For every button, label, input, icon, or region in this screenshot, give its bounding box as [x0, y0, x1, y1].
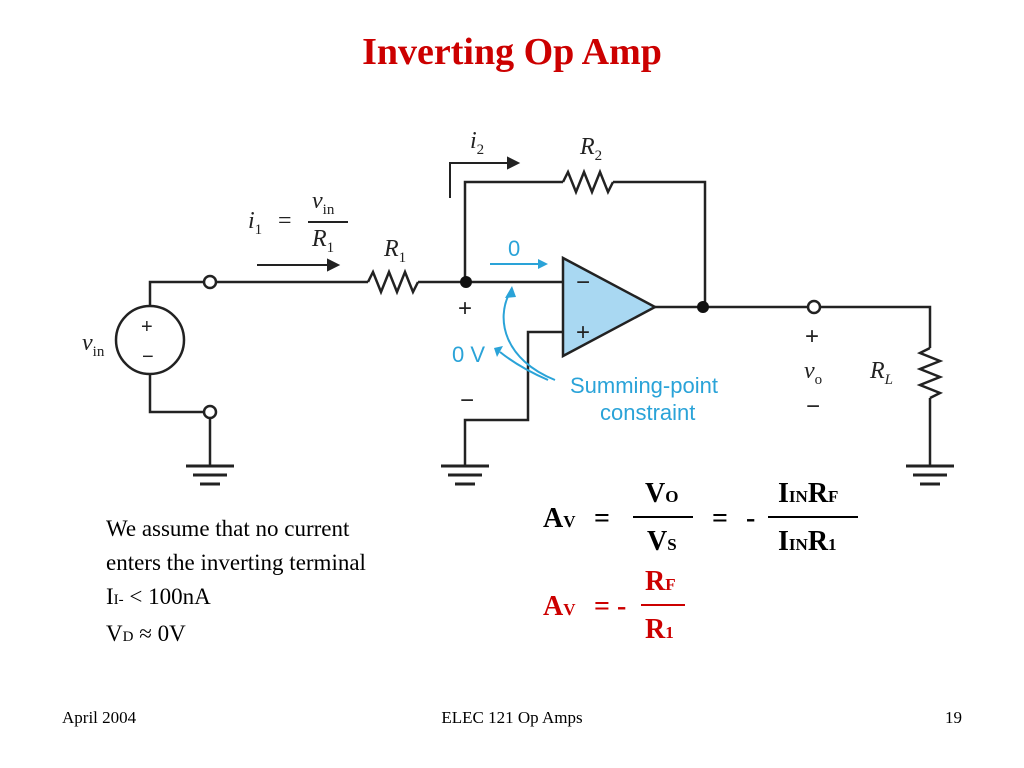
label-source-minus: −	[142, 346, 154, 368]
label-zero-volts: 0 V	[452, 342, 485, 367]
label-summing-point-line1: Summing-point	[570, 373, 718, 398]
eq2-equals-minus: = -	[594, 591, 627, 622]
label-i1: i	[248, 208, 255, 234]
note-line-2: enters the inverting terminal	[106, 550, 366, 575]
eq1-minus: -	[746, 503, 756, 534]
eq1-den2: IINR1	[778, 526, 837, 557]
note-line-1: We assume that no current	[106, 516, 350, 541]
eq1-equals: =	[594, 503, 610, 534]
label-summing-point-line2: constraint	[600, 400, 695, 425]
wire-plus-input	[463, 330, 563, 466]
arrow-summing-point	[502, 291, 556, 381]
eq1-fraction-bar-2	[768, 516, 858, 518]
note-voltage-symbol: V	[106, 621, 123, 646]
resistor-r2	[561, 168, 615, 196]
eq2-fraction-bar	[641, 604, 685, 606]
node-output	[697, 301, 709, 313]
voltage-source	[114, 304, 186, 376]
footer-date: April 2004	[62, 708, 137, 727]
label-source-plus: +	[141, 316, 153, 338]
note-voltage-subscript: D	[122, 629, 134, 645]
arrow-i2-head	[507, 156, 521, 170]
resistor-rl	[916, 346, 944, 400]
ground-symbol-right	[906, 464, 954, 486]
label-vin: v	[82, 330, 93, 356]
svg-text:i2: i2	[470, 128, 484, 158]
arrow-zero-current-head	[538, 259, 548, 269]
arrow-i2-path	[449, 162, 510, 198]
notes-text-block: We assume that no current enters the inv…	[106, 512, 446, 654]
svg-text:RL: RL	[869, 358, 893, 388]
footer-course: ELEC 121 Op Amps	[441, 708, 583, 727]
note-current-value: < 100nA	[123, 584, 211, 609]
label-equals: =	[278, 208, 292, 234]
eq2-num: RF	[645, 566, 676, 597]
eq1-num2: IINRF	[778, 478, 839, 509]
label-opamp-minus: −	[576, 269, 590, 296]
label-minus-left: −	[460, 387, 474, 414]
label-plus-left: +	[458, 295, 472, 322]
wire-vin-top	[148, 280, 204, 306]
label-r2-sub: 2	[595, 148, 603, 164]
eq1-lhs: AV	[543, 503, 576, 534]
arrow-summing-head	[505, 286, 516, 298]
label-rl: R	[869, 358, 885, 384]
node-summing	[460, 276, 472, 288]
label-r1-sub: 1	[399, 250, 407, 266]
svg-text:R2: R2	[579, 134, 602, 164]
wire-vin-bottom	[148, 374, 204, 414]
svg-text:vo: vo	[804, 358, 822, 388]
svg-text:vin: vin	[312, 188, 335, 218]
eq2-lhs: AV	[543, 591, 576, 622]
label-vo-minus: −	[806, 393, 820, 420]
label-rl-sub: L	[884, 372, 893, 388]
label-vo: v	[804, 358, 815, 384]
svg-text:i1: i1	[248, 208, 262, 238]
label-vo-sub: o	[815, 372, 823, 388]
eq2-den: R1	[645, 614, 674, 645]
wire-feedback-down	[613, 180, 707, 307]
note-voltage-value: ≈ 0V	[133, 621, 186, 646]
label-r1-den: R	[311, 226, 327, 252]
opamp-triangle	[561, 255, 658, 359]
arrow-zero-v	[499, 351, 549, 381]
svg-text:vin: vin	[82, 330, 105, 360]
footer-page-number: 19	[945, 708, 962, 727]
label-opamp-plus: +	[576, 319, 590, 346]
svg-text:R1: R1	[311, 226, 334, 256]
eq1-num1: VO	[645, 478, 679, 509]
note-line-4: VD ≈ 0V	[106, 617, 446, 654]
label-zero-current: 0	[508, 236, 520, 261]
note-line-3: II- < 100nA	[106, 580, 446, 617]
label-vin-num-sub: in	[323, 202, 335, 218]
arrow-zero-v-head	[494, 346, 503, 357]
wire-node-up	[463, 180, 563, 282]
terminal-output	[806, 299, 822, 315]
label-r1-den-sub: 1	[327, 240, 335, 256]
label-i2-sub: 2	[477, 142, 485, 158]
slide-title: Inverting Op Amp	[362, 31, 662, 73]
terminal-input	[202, 274, 218, 290]
ground-symbol-left	[186, 464, 234, 486]
label-r2: R	[579, 134, 595, 160]
label-r1: R	[383, 236, 399, 262]
eq1-fraction-bar-1	[633, 516, 693, 518]
arrow-i1-head	[327, 258, 341, 272]
terminal-input-gnd	[202, 404, 218, 420]
eq1-equals-2: =	[712, 503, 728, 534]
label-vo-plus: +	[805, 323, 819, 350]
eq1-den1: VS	[647, 526, 677, 557]
label-vin-sub: in	[93, 344, 105, 360]
note-current-symbol: I	[106, 584, 114, 609]
label-i2: i	[470, 128, 477, 154]
ground-symbol-middle	[441, 464, 489, 486]
svg-text:R1: R1	[383, 236, 406, 266]
wire-to-rl	[820, 305, 932, 348]
label-vin-num: v	[312, 188, 323, 214]
resistor-r1	[366, 268, 420, 296]
note-current-subscript: I-	[113, 592, 124, 608]
label-i1-sub: 1	[255, 222, 263, 238]
